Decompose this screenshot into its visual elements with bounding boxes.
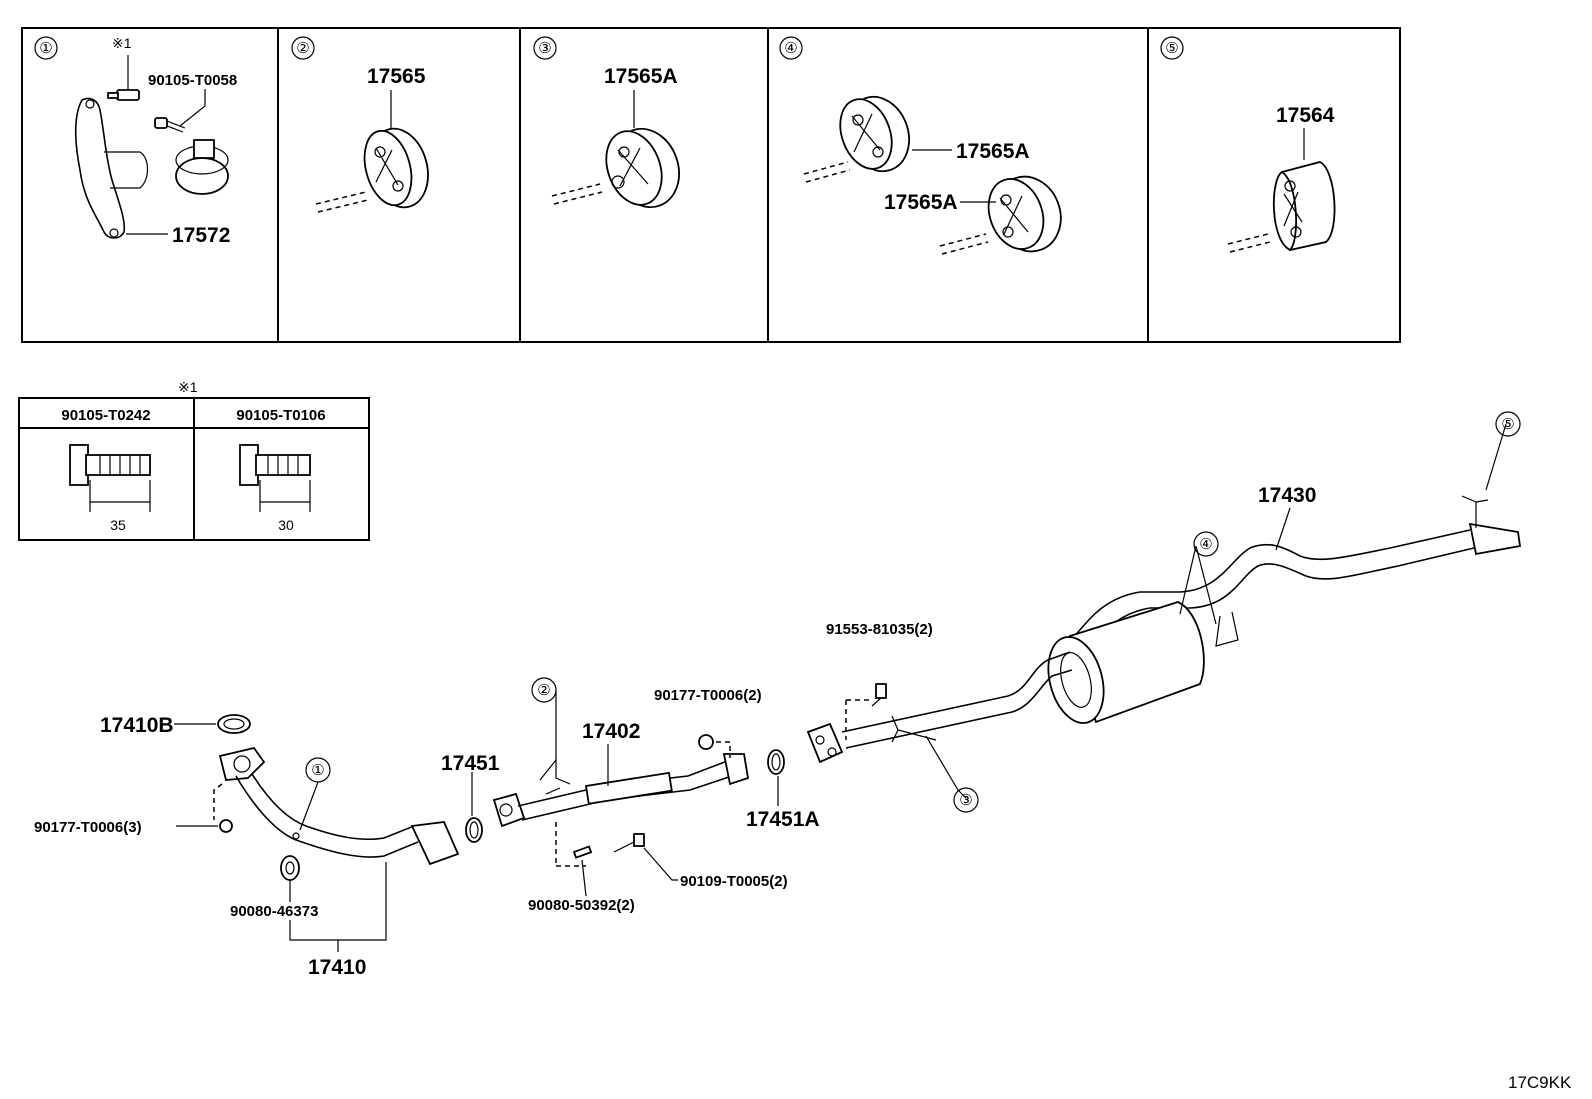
intermediate-pipe-rear — [806, 651, 1073, 764]
rubber-hanger-icon — [363, 127, 429, 209]
stud-icon — [280, 855, 300, 881]
panel-4-hanger-a-label: 17565A — [956, 140, 1030, 163]
bolt-table-col-2-part: 90105-T0106 — [236, 407, 325, 424]
label-17402: 17402 — [582, 720, 640, 743]
panel-3-number: ③ — [538, 39, 551, 57]
callout-1-number: ① — [311, 761, 324, 779]
bolt-table-col-1-part: 90105-T0242 — [61, 407, 150, 424]
panel-4-hanger-b-label: 17565A — [884, 191, 958, 214]
label-90080-a: 90080-46373 — [230, 903, 318, 920]
panel-5: ⑤ 17564 — [1160, 36, 1336, 253]
callout-3-number: ③ — [959, 791, 972, 809]
front-pipe-17410 — [217, 714, 460, 866]
stud-icon — [572, 845, 593, 859]
panel-5-number: ⑤ — [1165, 39, 1178, 57]
panel-row — [21, 27, 1401, 343]
bolt-icon — [154, 117, 186, 133]
panel-3-hanger-label: 17565A — [604, 65, 678, 88]
label-90177-a: 90177-T0006(3) — [34, 819, 142, 836]
bolt-table: ※1 90105-T0242 90105-T0106 35 — [18, 379, 370, 541]
callout-1: ① — [305, 757, 331, 783]
label-17451: 17451 — [441, 752, 500, 775]
callout-4: ④ — [1193, 531, 1219, 557]
panel-1-mark: ※1 — [112, 35, 132, 51]
panel-5-hanger-label: 17564 — [1276, 104, 1335, 127]
callout-2: ② — [531, 677, 557, 703]
label-17451A: 17451A — [746, 808, 820, 831]
panel-2-number: ② — [296, 39, 309, 57]
bolt-table-col-2-length: 30 — [278, 517, 294, 533]
callout-4-number: ④ — [1199, 535, 1212, 553]
panel-1-bolt-label: 90105-T0058 — [148, 72, 237, 89]
callout-2-number: ② — [537, 681, 550, 699]
rubber-hanger-icon — [605, 127, 680, 209]
nut-icon — [219, 819, 233, 833]
label-90080-b: 90080-50392(2) — [528, 897, 635, 914]
label-17410: 17410 — [308, 956, 366, 979]
panel-1: ① ※1 90105-T0058 17572 — [34, 35, 237, 247]
bolt-table-col-1-length: 35 — [110, 517, 126, 533]
callout-3: ③ — [953, 787, 979, 813]
callout-5-number: ⑤ — [1501, 415, 1514, 433]
panel-1-bracket-label: 17572 — [172, 224, 230, 247]
gasket-17451 — [465, 817, 483, 843]
panel-3: ③ 17565A — [533, 36, 680, 209]
panel-2-hanger-label: 17565 — [367, 65, 426, 88]
bolt-icon — [871, 683, 887, 707]
rubber-hanger-icon — [839, 95, 910, 173]
diagram-code: 17C9KK — [1508, 1073, 1572, 1092]
panel-2: ② 17565 — [291, 36, 429, 213]
label-90177-b: 90177-T0006(2) — [654, 687, 762, 704]
clamp-icon — [175, 139, 229, 195]
center-pipe-17402 — [492, 753, 750, 828]
label-90109: 90109-T0005(2) — [680, 873, 788, 890]
bolt-icon — [239, 444, 311, 486]
label-17430: 17430 — [1258, 484, 1316, 507]
bolt-icon — [613, 833, 645, 853]
panel-4: ④ 17565A 17565A — [779, 36, 1062, 255]
nut-icon — [698, 734, 714, 750]
rubber-hanger-icon — [987, 175, 1062, 253]
label-91553: 91553-81035(2) — [826, 621, 933, 638]
bolt-icon — [107, 89, 140, 101]
panel-4-number: ④ — [784, 39, 797, 57]
label-17410B: 17410B — [100, 714, 174, 737]
gasket-17451A — [767, 749, 785, 775]
muffler — [1047, 601, 1205, 724]
bracket-icon — [74, 97, 149, 239]
rubber-hanger-icon — [1272, 161, 1336, 252]
panel-1-number: ① — [39, 39, 52, 57]
bolt-table-mark: ※1 — [178, 379, 198, 395]
callout-5: ⑤ — [1495, 411, 1521, 437]
bolt-icon — [69, 444, 151, 486]
